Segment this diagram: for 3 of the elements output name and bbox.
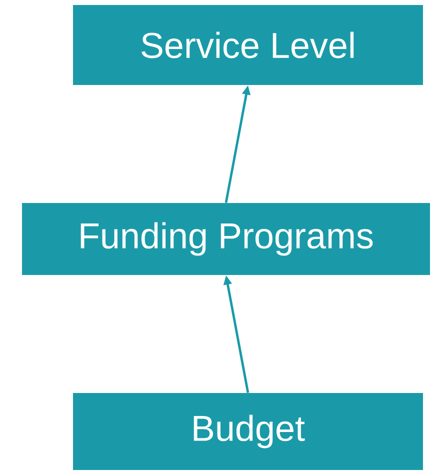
process-box: Service Level: [73, 5, 423, 85]
process-box: Budget: [73, 392, 423, 470]
process-box: Funding Programs: [22, 203, 430, 275]
